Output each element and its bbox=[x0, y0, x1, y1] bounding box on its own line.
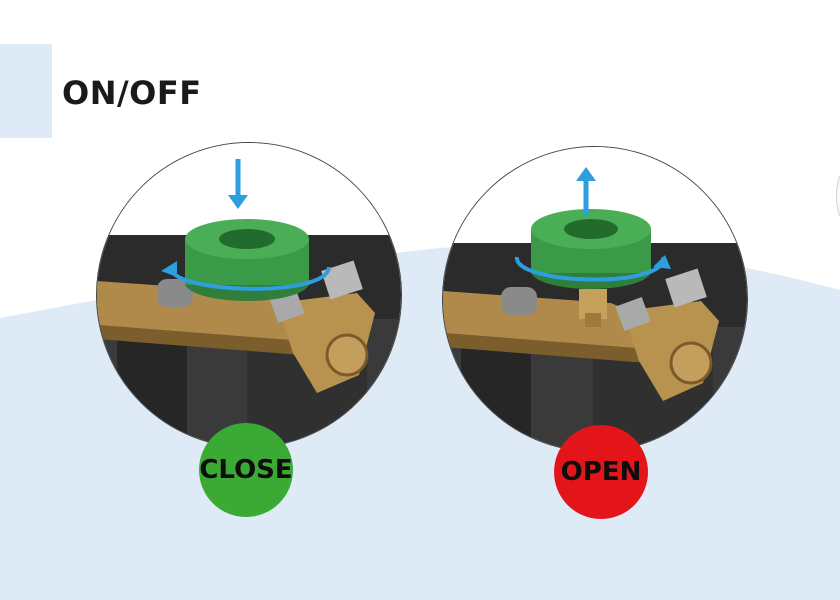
down-arrow-icon bbox=[228, 159, 248, 209]
terminal-photo-open bbox=[442, 146, 748, 452]
open-state-badge: OPEN bbox=[554, 425, 648, 519]
terminal-photo-close bbox=[96, 142, 402, 448]
title-tab bbox=[0, 44, 52, 138]
page-title: ON/OFF bbox=[62, 74, 202, 112]
close-state-badge: CLOSE bbox=[199, 423, 293, 517]
up-arrow-icon bbox=[576, 167, 596, 215]
